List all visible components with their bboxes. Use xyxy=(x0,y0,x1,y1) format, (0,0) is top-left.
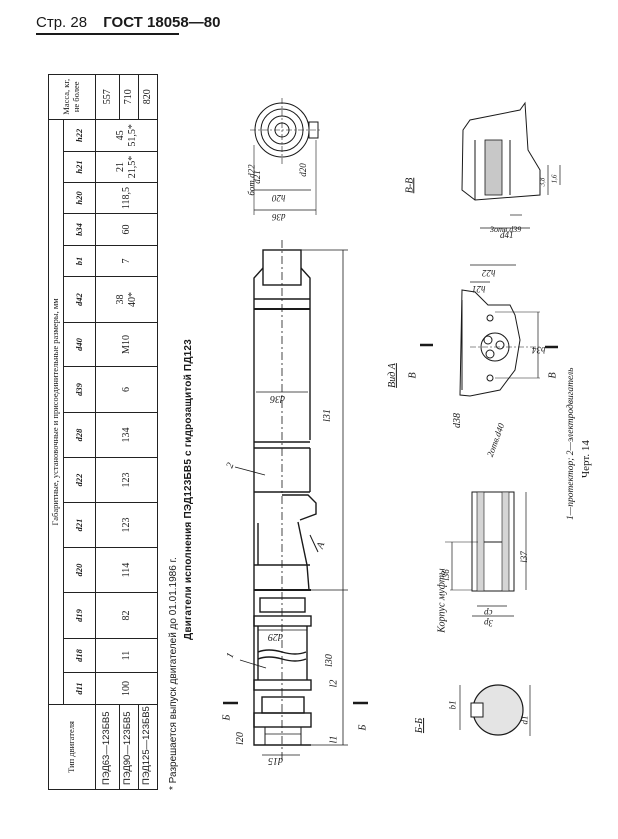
label-h22: h22 xyxy=(482,268,496,278)
motor-assembly xyxy=(223,240,368,760)
header-rule xyxy=(36,33,179,35)
label-bolts-d39: 3отв.d39 xyxy=(490,225,522,234)
label-b34: b34 xyxy=(532,345,546,355)
label-d41: d41 xyxy=(500,230,514,240)
section-vv xyxy=(461,101,561,229)
label-d-3p: 3p xyxy=(484,618,493,628)
label-d21: d21 xyxy=(251,170,262,184)
label-l37: l37 xyxy=(518,551,529,563)
label-h21: h21 xyxy=(472,284,486,294)
label-d-cp: cp xyxy=(484,608,493,618)
view-a xyxy=(420,264,558,397)
label-v-dim1: 3,8 xyxy=(538,177,547,187)
page-header: Стр. 28 ГОСТ 18058—80 xyxy=(36,14,220,31)
section-b-left: Б xyxy=(221,714,233,721)
label-d1: d1 xyxy=(519,715,530,725)
section-b-right: Б xyxy=(357,724,369,731)
label-l20: l20 xyxy=(234,732,246,745)
coupling-body xyxy=(445,491,527,617)
label-d29: d29 xyxy=(268,631,283,642)
section-v-left: В xyxy=(407,372,419,379)
view-a-title: Вид А xyxy=(386,363,398,388)
label-d36-end: d36 xyxy=(272,212,286,222)
label-d20: d20 xyxy=(297,163,308,177)
label-h20: h20 xyxy=(272,193,286,203)
label-l31: l31 xyxy=(321,409,333,422)
page-number: Стр. 28 xyxy=(36,14,88,31)
label-l1: l1 xyxy=(328,735,340,744)
section-v-right: В xyxy=(547,372,559,379)
label-d38: d38 xyxy=(452,413,463,428)
standard-number: ГОСТ 18058—80 xyxy=(103,14,221,31)
label-v-dim2: 1,6 xyxy=(550,174,559,184)
label-l30: l30 xyxy=(323,654,335,667)
section-bb-title: Б-Б xyxy=(414,717,426,734)
label-d36: d36 xyxy=(270,393,285,404)
label-b1: b1 xyxy=(447,700,458,710)
section-bb xyxy=(459,684,531,736)
label-l36: l36 xyxy=(440,569,451,581)
section-vv-title: В-В xyxy=(404,177,416,194)
label-d15: d15 xyxy=(268,755,283,766)
end-view xyxy=(250,98,320,215)
label-l2: l2 xyxy=(328,679,340,688)
